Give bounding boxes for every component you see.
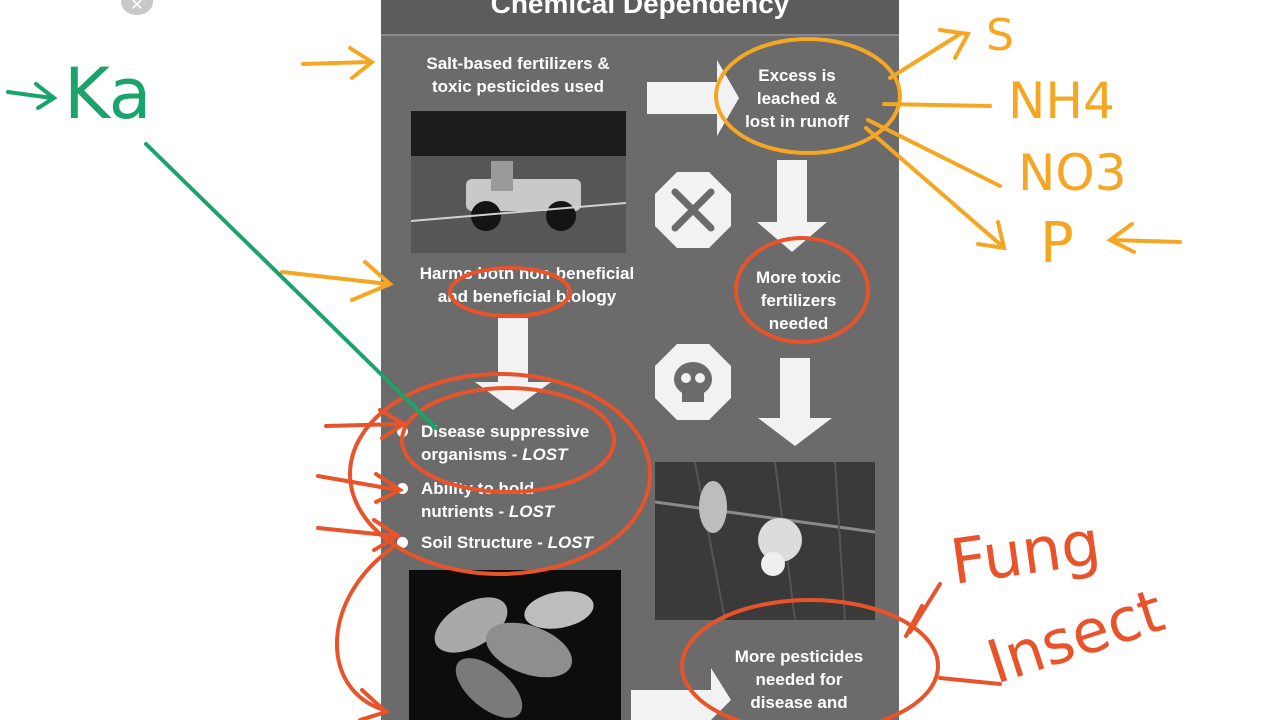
skull-icon (674, 362, 712, 396)
annotation-nh4: NH4 (1008, 72, 1115, 130)
annotation-fung: Fung (946, 506, 1105, 599)
annotation-insect: Insect (979, 576, 1172, 698)
green-annotations (6, 82, 438, 430)
poster-header: Chemical Dependency (381, 0, 899, 36)
chemical-dependency-poster: Chemical Dependency Salt-based fertilize… (381, 0, 899, 720)
annotation-s: S (986, 10, 1014, 61)
lost-item-structure: Soil Structure - LOST (421, 533, 593, 552)
sprayer-photo (411, 111, 626, 253)
lost-item-disease: Disease suppressive organisms - LOST (421, 422, 590, 464)
close-icon: ✕ (130, 0, 144, 14)
lost-item-nutrients: Ability to hold nutrients - LOST (421, 479, 555, 521)
down-arrow-right-2 (758, 358, 832, 446)
down-arrow-left (475, 318, 551, 410)
crossbones-badge (655, 172, 731, 248)
bullet-3 (397, 537, 408, 548)
leaf-insect-photo (655, 462, 875, 620)
bullet-1 (397, 426, 408, 437)
box-fertilizers-text: Salt-based fertilizers &toxic pesticides… (426, 54, 610, 96)
down-arrow-right-1 (757, 160, 827, 252)
annotation-no3: NO3 (1018, 144, 1127, 202)
right-arrow-top (647, 60, 739, 136)
skull-badge (655, 344, 731, 420)
poster-title: Chemical Dependency (490, 0, 790, 19)
annotation-p: P (1040, 211, 1074, 276)
close-button[interactable]: ✕ (121, 0, 153, 15)
annotation-ka: Ka (64, 53, 152, 135)
diseased-leaves-photo (409, 570, 621, 720)
bullet-2 (397, 483, 408, 494)
